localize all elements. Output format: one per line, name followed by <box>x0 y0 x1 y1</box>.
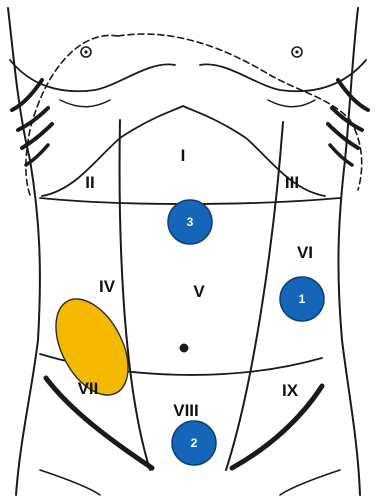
region-label-I: I <box>181 146 186 165</box>
vertical-line-right <box>226 122 283 470</box>
nipple-right <box>292 47 302 57</box>
dashed-outline-top <box>118 34 350 120</box>
navel <box>180 344 189 353</box>
region-label-VIII: VIII <box>173 401 199 420</box>
region-label-IX: IX <box>282 381 299 400</box>
vertical-line-left <box>120 120 150 470</box>
nipple-left <box>81 47 91 57</box>
svg-text:1: 1 <box>299 292 306 306</box>
marker-2: 2 <box>172 421 216 465</box>
region-label-IV: IV <box>99 277 116 296</box>
svg-text:2: 2 <box>191 436 198 450</box>
svg-text:3: 3 <box>187 215 194 229</box>
marker-3: 3 <box>168 200 212 244</box>
region-label-II: II <box>85 173 94 192</box>
marker-1: 1 <box>280 277 324 321</box>
ribs-right <box>328 80 368 165</box>
region-label-V: V <box>193 282 205 301</box>
lower-contour-left <box>40 470 100 495</box>
region-label-III: III <box>285 173 299 192</box>
lower-contour-right <box>280 470 340 495</box>
region-label-VI: VI <box>297 243 313 262</box>
region-label-VII: VII <box>78 379 99 398</box>
